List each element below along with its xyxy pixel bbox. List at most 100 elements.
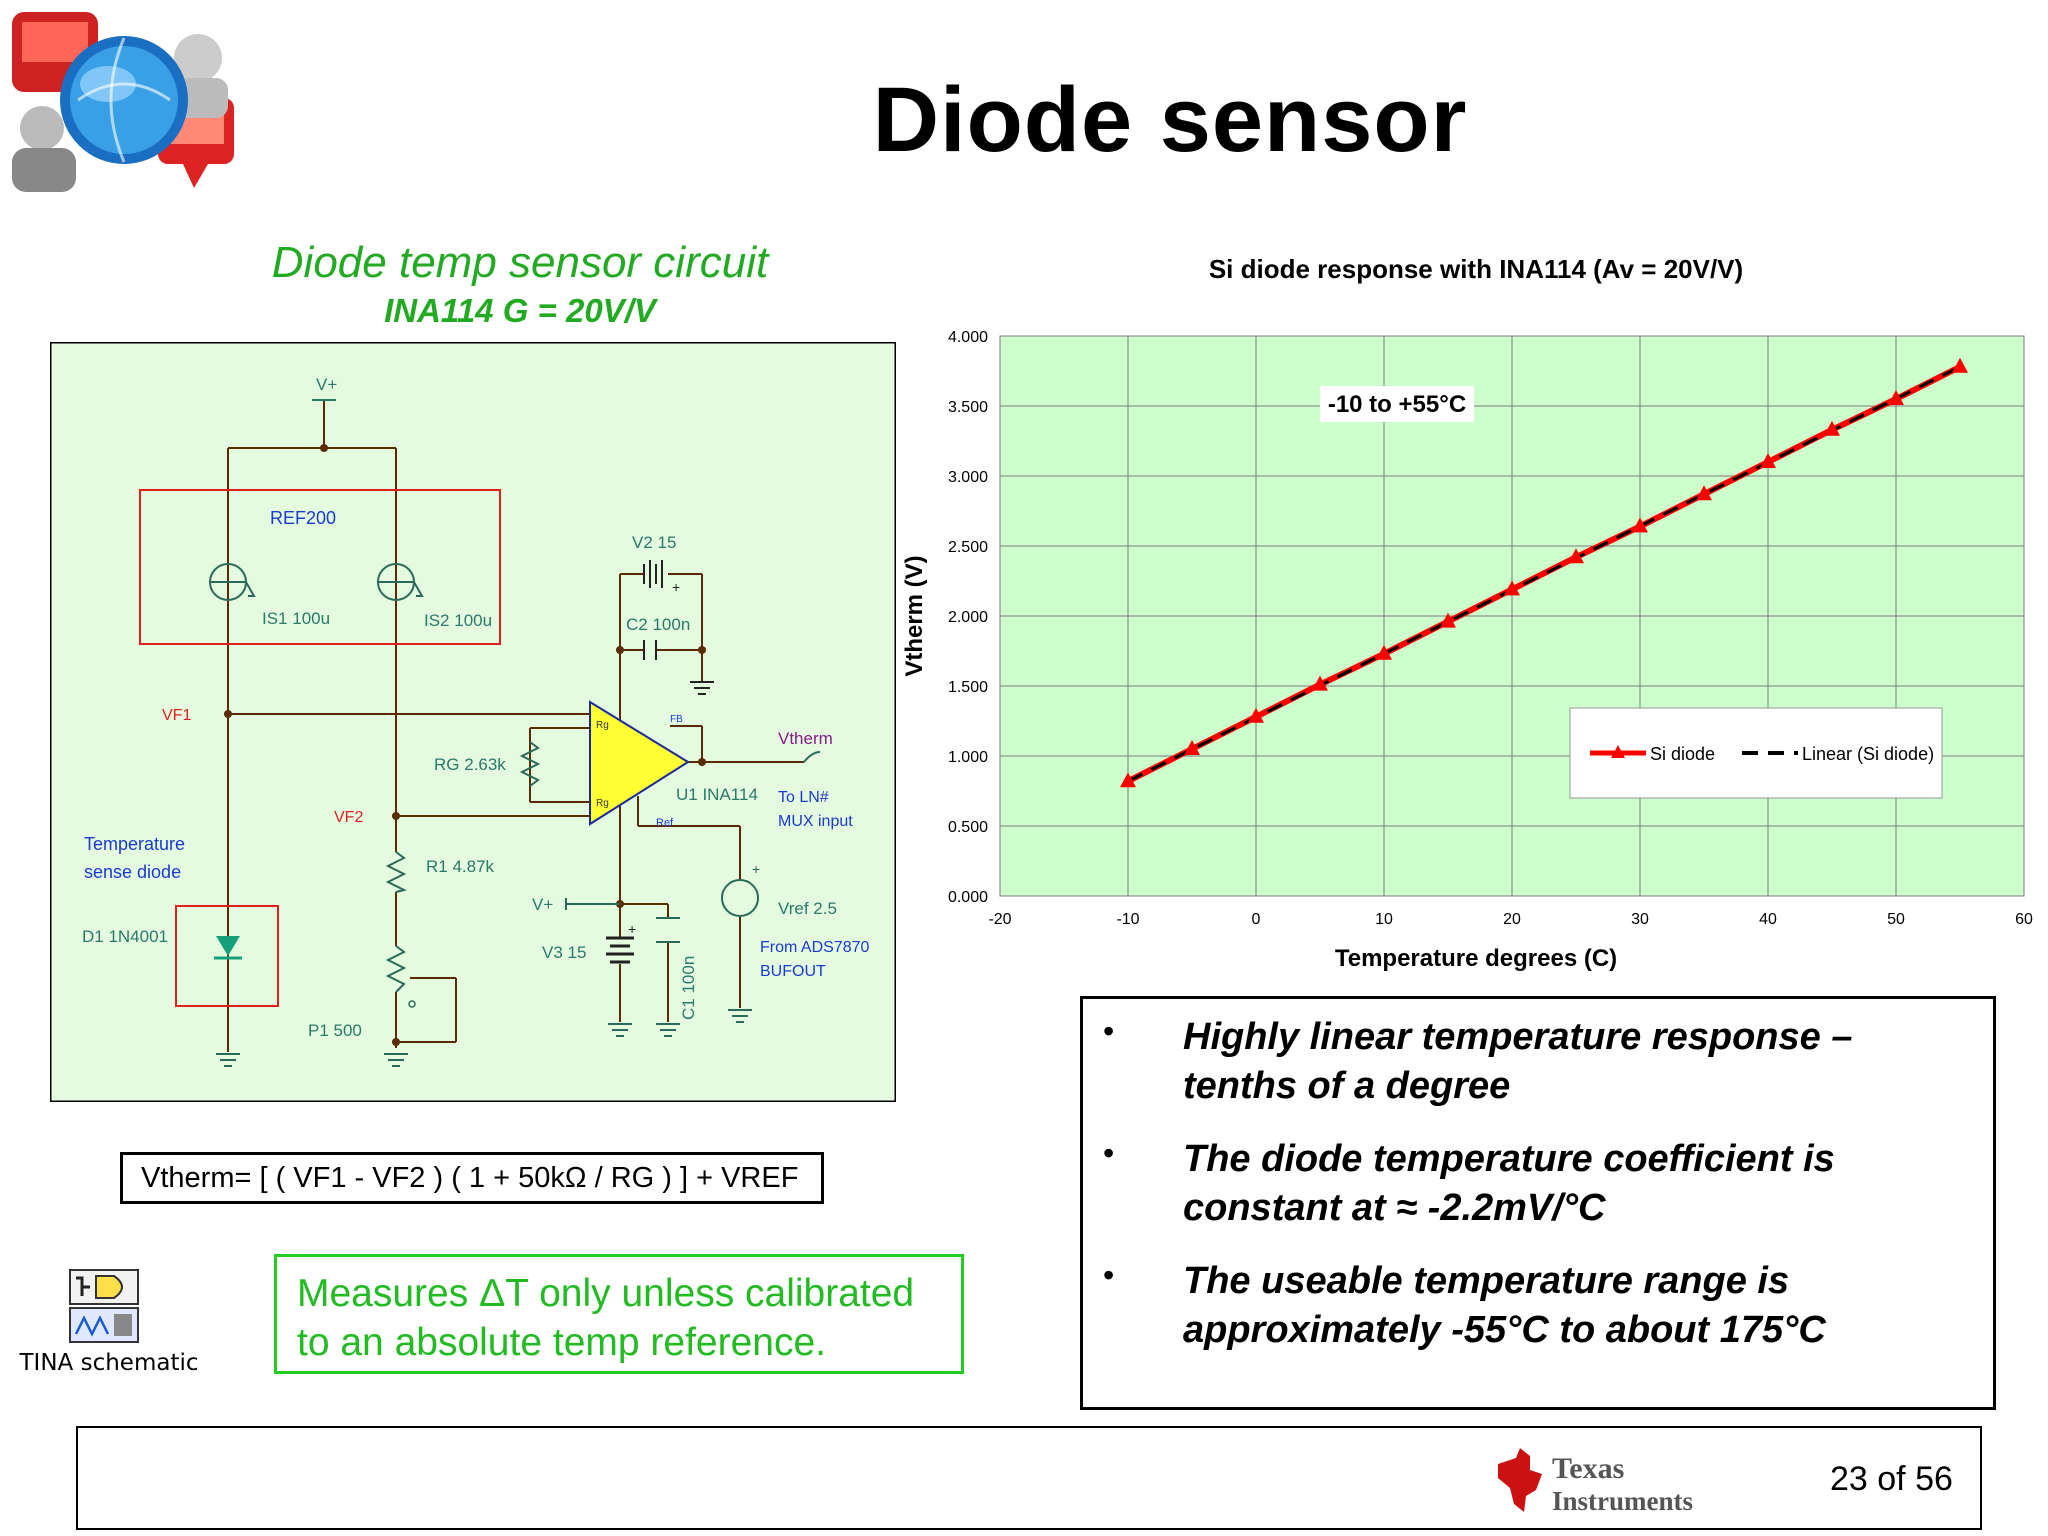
bullet-marker: •: [1103, 1013, 1115, 1049]
y-tick-label: 0.000: [948, 889, 988, 906]
y-tick-label: 1.000: [948, 749, 988, 766]
circuit-subtitle: INA114 G = 20V/V: [384, 292, 656, 329]
svg-text:+: +: [752, 861, 760, 877]
bullet-text: Highly linear temperature response –: [1183, 1016, 1853, 1058]
is1-label: IS1 100u: [262, 609, 330, 628]
vtherm-formula: Vtherm= [ ( VF1 - VF2 ) ( 1 + 50kΩ / RG …: [120, 1152, 824, 1204]
si-diode-response-chart: Si diode response with INA114 (Av = 20V/…: [901, 254, 2033, 972]
calibration-note-line-2: to an absolute temp reference.: [297, 1321, 826, 1364]
fb-pin-label: FB: [670, 714, 683, 725]
circuit-title: Diode temp sensor circuit: [271, 238, 769, 287]
y-tick-label: 2.500: [948, 539, 988, 556]
mux-input-label: MUX input: [778, 813, 853, 830]
data-point-marker: [1376, 644, 1392, 660]
c2-label: C2 100n: [626, 615, 690, 634]
tina-schematic-icon[interactable]: [68, 1268, 140, 1344]
y-tick-label: 3.500: [948, 399, 988, 416]
x-axis-label: Temperature degrees (C): [1335, 945, 1617, 972]
ref200-label: REF200: [270, 508, 336, 528]
c1-label: C1 100n: [679, 956, 698, 1020]
x-tick-label: -10: [1116, 911, 1139, 928]
rg-pin2-label: Rg: [596, 798, 609, 809]
x-tick-label: 60: [2015, 911, 2033, 928]
bullet-text: approximately -55°C to about 175°C: [1183, 1309, 1826, 1351]
to-ln-label: To LN#: [778, 789, 829, 806]
x-tick-label: 0: [1252, 911, 1261, 928]
legend-si-diode-label: Si diode: [1650, 744, 1715, 764]
bullet-marker: •: [1103, 1257, 1115, 1293]
data-point-marker: [1568, 548, 1584, 564]
bullet-marker: •: [1103, 1135, 1115, 1171]
from-ads-label: From ADS7870: [760, 939, 869, 956]
page-number: 23 of 56: [1830, 1460, 1953, 1498]
y-tick-label: 3.000: [948, 469, 988, 486]
tina-schematic-label[interactable]: TINA schematic: [19, 1350, 199, 1376]
bullet-text: The useable temperature range is: [1183, 1260, 1790, 1302]
data-point-marker: [1184, 740, 1200, 755]
x-tick-label: 40: [1759, 911, 1777, 928]
x-tick-label: 30: [1631, 911, 1649, 928]
ti-logo-line2: Instruments: [1552, 1486, 1693, 1516]
data-point-marker: [1760, 453, 1776, 468]
x-tick-label: 10: [1375, 911, 1393, 928]
v3-label: V3 15: [542, 943, 586, 962]
texas-instruments-logo: Texas Instruments: [1498, 1448, 1693, 1516]
presentation-logo-icon: [12, 12, 234, 192]
data-point-marker: [1888, 390, 1904, 405]
bufout-label: BUFOUT: [760, 963, 826, 980]
y-tick-label: 1.500: [948, 679, 988, 696]
x-tick-label: 50: [1887, 911, 1905, 928]
vref-label: Vref 2.5: [778, 899, 837, 918]
svg-text:+: +: [672, 579, 680, 595]
v2-label: V2 15: [632, 533, 676, 552]
is2-label: IS2 100u: [424, 611, 492, 630]
data-point-marker: [1248, 707, 1264, 723]
svg-text:+: +: [628, 921, 636, 937]
vplus-top-label: V+: [316, 375, 337, 394]
legend-linear-label: Linear (Si diode): [1802, 744, 1934, 764]
p1-label: P1 500: [308, 1021, 362, 1040]
vf2-label: VF2: [334, 809, 363, 826]
bullet-text: tenths of a degree: [1183, 1065, 1511, 1107]
data-point-marker: [1312, 675, 1328, 691]
range-annotation: -10 to +55°C: [1328, 391, 1466, 418]
temp-sense-label-2: sense diode: [84, 862, 181, 882]
key-points-box: • Highly linear temperature response – t…: [1080, 996, 1996, 1410]
bullet-text: constant at ≈ -2.2mV/°C: [1183, 1187, 1606, 1229]
footer-bar: [76, 1426, 1982, 1530]
data-point-marker: [1440, 612, 1456, 628]
data-point-marker: [1632, 517, 1648, 533]
d1-label: D1 1N4001: [82, 927, 168, 946]
ti-state-icon: [1498, 1448, 1542, 1512]
data-point-marker: [1504, 580, 1520, 596]
u1-label: U1 INA114: [676, 785, 758, 804]
legend-si-diode-marker: [1611, 745, 1625, 758]
series-si-diode-line: [1126, 364, 1962, 784]
ref-pin-label: Ref: [656, 817, 674, 829]
vf1-label: VF1: [162, 707, 191, 724]
data-point-marker: [1824, 420, 1840, 436]
y-tick-label: 2.000: [948, 609, 988, 626]
x-tick-label: 20: [1503, 911, 1521, 928]
rg-label: RG 2.63k: [434, 755, 506, 774]
calibration-note: Measures ΔT only unless calibrated to an…: [274, 1254, 964, 1374]
calibration-note-line-1: Measures ΔT only unless calibrated: [297, 1272, 915, 1315]
y-axis-label: Vtherm (V): [901, 555, 928, 676]
circuit-schematic: V+ REF200 IS1 100u IS2 100u + V2 15 C2 1…: [50, 342, 896, 1102]
range-annotation-box: [1320, 386, 1474, 422]
rg-pin1-label: Rg: [596, 720, 609, 731]
temp-sense-label-1: Temperature: [84, 834, 185, 854]
x-tick-label: -20: [988, 911, 1011, 928]
data-point-marker: [1952, 357, 1968, 373]
y-tick-label: 0.500: [948, 819, 988, 836]
r1-label: R1 4.87k: [426, 857, 495, 876]
ti-logo-line1: Texas: [1552, 1452, 1624, 1485]
data-point-marker: [1696, 485, 1712, 501]
y-tick-label: 4.000: [948, 329, 988, 346]
chart-title: Si diode response with INA114 (Av = 20V/…: [1209, 254, 1743, 284]
data-point-marker: [1120, 772, 1136, 788]
bullet-text: The diode temperature coefficient is: [1183, 1138, 1835, 1180]
vplus-mid-label: V+: [532, 895, 553, 914]
page-title: Diode sensor: [872, 69, 1468, 171]
vtherm-label: Vtherm: [778, 729, 833, 748]
